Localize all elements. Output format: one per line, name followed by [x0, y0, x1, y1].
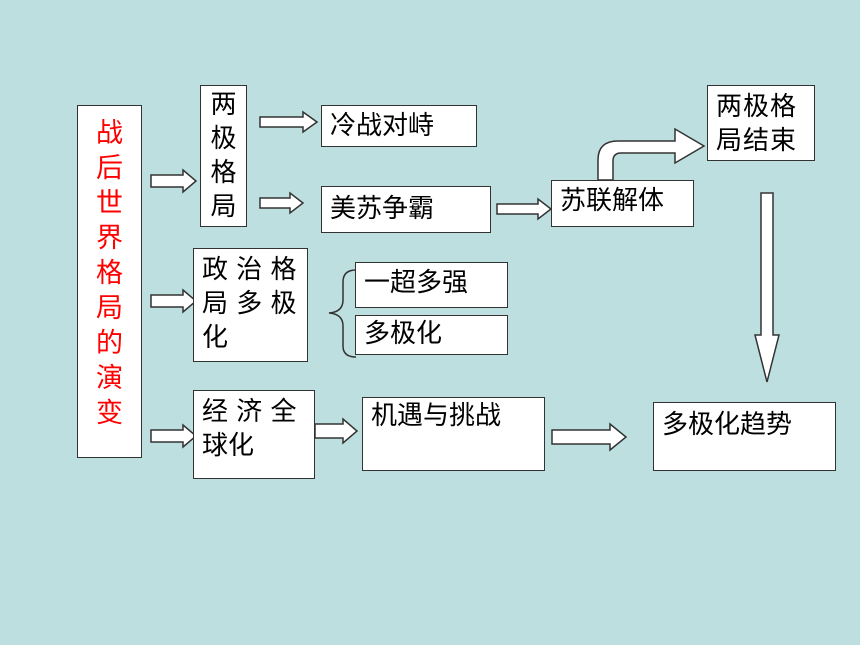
opportunity-challenge-label: 机遇与挑战: [371, 401, 502, 431]
root-char: 演: [96, 363, 123, 394]
arrow-economic-to-opportunity: [314, 417, 359, 445]
one-super-many-strong-box: 一超多强: [355, 262, 508, 308]
arrow-root-to-economic: [150, 423, 198, 449]
arrow-bipolar-to-hegemony: [259, 191, 305, 215]
bipolar-char: 两: [210, 90, 237, 120]
root-char: 战: [96, 118, 123, 149]
root-char: 格: [96, 258, 123, 289]
arrow-opportunity-to-trend: [551, 422, 628, 452]
political-line2: 局 多 极: [202, 289, 297, 319]
bipolar-end-line1: 两极格: [716, 92, 798, 122]
brace: [328, 269, 357, 358]
cold-war-confrontation-box: 冷战对峙: [321, 105, 477, 147]
multipolar-trend-label: 多极化趋势: [662, 410, 793, 440]
bipolar-end-box: 两极格 局结束: [707, 85, 815, 161]
economic-line2: 球化: [202, 431, 255, 461]
political-line3: 化: [202, 323, 229, 353]
soviet-collapse-label: 苏联解体: [560, 186, 665, 216]
arrow-bipolar-end-to-trend: [754, 192, 780, 383]
root-box-postwar-pattern-evolution: 战 后 世 界 格 局 的 演 变: [77, 105, 142, 458]
arrow-bipolar-to-coldwar: [259, 110, 319, 134]
root-char: 的: [96, 328, 123, 359]
political-multipolarization-box: 政 治 格 局 多 极 化: [193, 248, 308, 362]
soviet-collapse-box: 苏联解体: [551, 180, 694, 227]
us-soviet-hegemony-label: 美苏争霸: [330, 194, 435, 224]
root-char: 局: [96, 293, 123, 324]
multipolar-trend-box: 多极化趋势: [653, 402, 836, 471]
economic-globalization-box: 经 济 全 球化: [193, 390, 315, 479]
opportunity-challenge-box: 机遇与挑战: [362, 397, 545, 471]
bipolar-pattern-box: 两 极 格 局: [200, 85, 247, 227]
bipolar-char: 局: [210, 192, 237, 222]
arrow-collapse-to-bipolar-end: [597, 127, 706, 181]
arrow-root-to-political: [150, 288, 198, 314]
economic-line1: 经 济 全: [202, 397, 297, 427]
us-soviet-hegemony-box: 美苏争霸: [321, 186, 491, 233]
root-char: 世: [96, 188, 123, 219]
root-char: 后: [96, 153, 123, 184]
arrow-hegemony-to-collapse: [496, 197, 553, 221]
multipolarization-box: 多极化: [355, 315, 508, 355]
one-super-many-strong-label: 一超多强: [364, 268, 469, 298]
political-line1: 政 治 格: [202, 255, 297, 285]
root-char: 变: [96, 398, 123, 429]
root-char: 界: [96, 223, 123, 254]
bipolar-end-line2: 局结束: [716, 126, 798, 156]
arrow-root-to-bipolar: [150, 168, 198, 194]
cold-war-confrontation-label: 冷战对峙: [330, 111, 435, 141]
multipolarization-label: 多极化: [364, 319, 443, 349]
bipolar-char: 格: [210, 158, 237, 188]
bipolar-char: 极: [210, 124, 237, 154]
